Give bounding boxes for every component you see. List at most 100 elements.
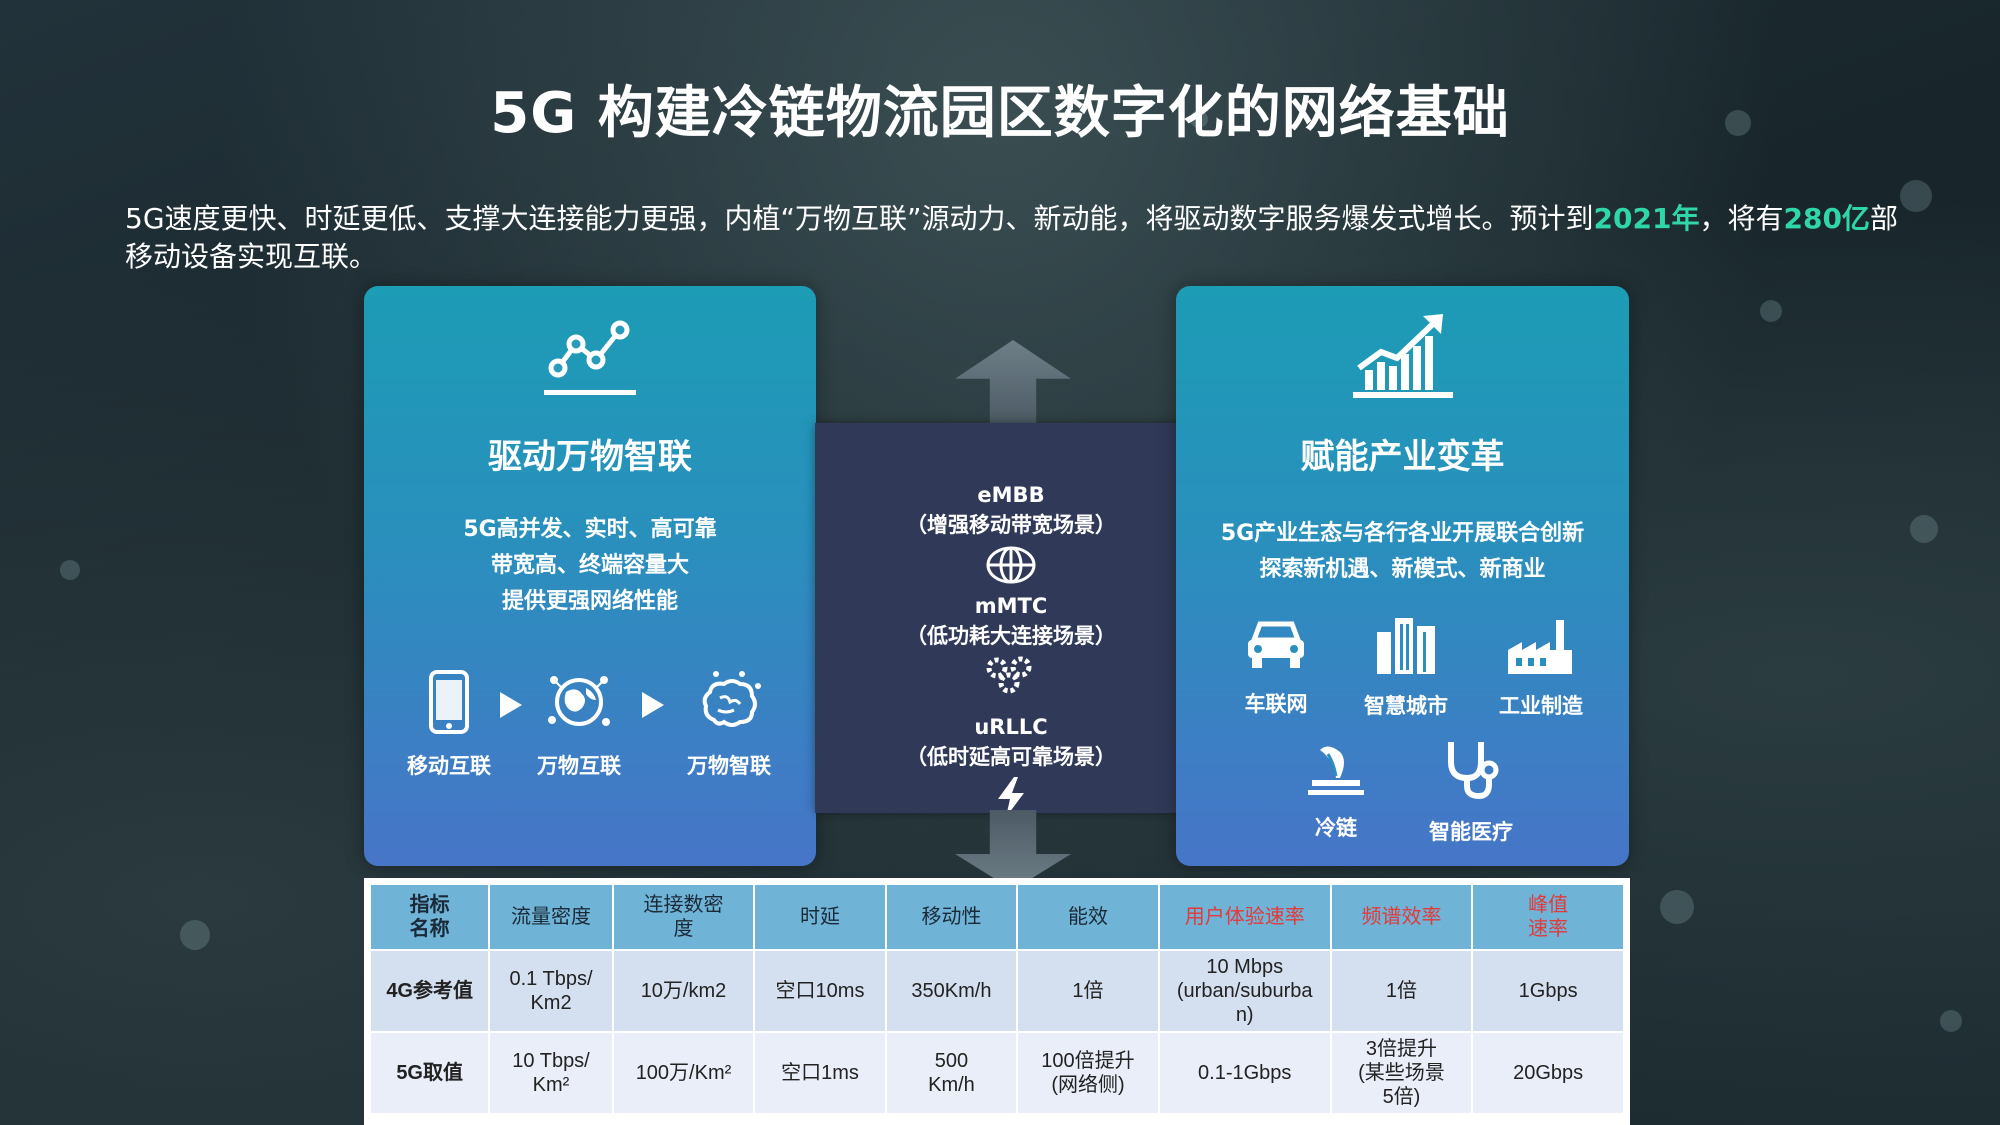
industry-medical: 智能医疗 <box>1406 738 1536 846</box>
intro-text-1: 5G速度更快、时延更低、支撑大连接能力更强，内植“万物互联”源动力、新动能，将驱… <box>125 202 1594 235</box>
intro-highlight-year: 2021年 <box>1593 202 1700 235</box>
table-header-cell: 时延 <box>753 883 887 951</box>
smartphone-icon <box>429 670 469 734</box>
bokeh-dot <box>1660 890 1694 924</box>
desc-line: 探索新机遇、新模式、新商业 <box>1259 557 1546 582</box>
table-cell: 3倍提升 (某些场景 5倍) <box>1329 1031 1474 1115</box>
table-cell: 0.1 Tbps/ Km2 <box>488 949 614 1033</box>
table-cell: 100倍提升 (网络侧) <box>1016 1031 1160 1115</box>
bokeh-dot <box>1190 110 1208 128</box>
scene-name: uRLLC <box>974 715 1048 739</box>
bokeh-dot <box>1725 110 1751 136</box>
line-chart-nodes-icon <box>540 316 640 410</box>
flow-item-mobile: 移动互联 <box>384 670 514 780</box>
factory-icon <box>1508 620 1572 674</box>
flow-label: 移动互联 <box>407 754 491 778</box>
table-header-cell: 能效 <box>1016 883 1160 951</box>
table-cell: 5G取值 <box>368 1031 491 1115</box>
table-cell: 10 Tbps/ Km² <box>488 1031 614 1115</box>
bokeh-dot <box>1910 515 1938 543</box>
intro-text-3: 部移动设备实现互联。 <box>125 202 1898 273</box>
intro-highlight-count: 280亿 <box>1783 202 1870 235</box>
table-header-cell: 指标 名称 <box>368 883 491 951</box>
car-icon <box>1248 621 1304 668</box>
plant-icon <box>1308 746 1364 795</box>
scene-desc: （增强移动带宽场景） <box>906 513 1116 537</box>
up-arrow <box>955 340 1071 426</box>
scene-desc: （低功耗大连接场景） <box>906 624 1116 648</box>
table-header-cell: 峰值 速率 <box>1471 883 1625 951</box>
table-row: 5G取值 10 Tbps/ Km² 100万/Km² 空口1ms 500 Km/… <box>368 1031 1625 1115</box>
industry-city: 智慧城市 <box>1341 614 1471 720</box>
brain-circuit-icon <box>702 671 761 727</box>
scene-urllc: uRLLC （低时延高可靠场景） <box>815 715 1207 821</box>
industry-factory: 工业制造 <box>1471 616 1611 720</box>
comparison-table: 指标 名称 流量密度 连接数密 度 时延 移动性 能效 用户体验速率 频谱效率 … <box>364 878 1630 1125</box>
table-cell: 100万/Km² <box>611 1031 756 1115</box>
card-description: 5G高并发、实时、高可靠 带宽高、终端容量大 提供更强网络性能 <box>364 512 816 620</box>
card-description: 5G产业生态与各行各业开展联合创新 探索新机遇、新模式、新商业 <box>1176 516 1629 588</box>
desc-line: 提供更强网络性能 <box>501 589 678 614</box>
scenario-panel: eMBB （增强移动带宽场景） mMTC （低功耗大连接场景） uRLLC （低… <box>815 423 1207 817</box>
table-cell: 4G参考值 <box>368 949 491 1033</box>
industry-label: 工业制造 <box>1499 694 1583 718</box>
industry-label: 智能医疗 <box>1429 820 1513 844</box>
globe-network-icon <box>548 676 610 726</box>
flow-item-ai: 万物智联 <box>659 670 799 780</box>
table-cell: 空口1ms <box>753 1031 887 1115</box>
table-header-row: 指标 名称 流量密度 连接数密 度 时延 移动性 能效 用户体验速率 频谱效率 … <box>368 883 1625 951</box>
table-cell: 1倍 <box>1329 949 1474 1033</box>
table-cell: 10 Mbps (urban/suburba n) <box>1157 949 1332 1033</box>
scene-name: eMBB <box>977 483 1045 507</box>
table-header-cell: 用户体验速率 <box>1157 883 1332 951</box>
industry-label: 冷链 <box>1315 816 1357 840</box>
table-cell: 20Gbps <box>1471 1031 1625 1115</box>
desc-line: 带宽高、终端容量大 <box>490 553 689 578</box>
card-title: 赋能产业变革 <box>1300 437 1505 477</box>
city-buildings-icon <box>1377 618 1435 674</box>
table-cell: 0.1-1Gbps <box>1157 1031 1332 1115</box>
table-cell: 1Gbps <box>1471 949 1625 1033</box>
table-cell: 10万/km2 <box>611 949 756 1033</box>
card-drive-iot: 驱动万物智联 5G高并发、实时、高可靠 带宽高、终端容量大 提供更强网络性能 移… <box>364 286 816 866</box>
intro-paragraph: 5G速度更快、时延更低、支撑大连接能力更强，内植“万物互联”源动力、新动能，将驱… <box>125 200 1905 276</box>
flow-label: 万物智联 <box>687 754 771 778</box>
card-empower-industry: 赋能产业变革 5G产业生态与各行各业开展联合创新 探索新机遇、新模式、新商业 车… <box>1176 286 1629 866</box>
growth-bar-chart-icon <box>1351 312 1455 408</box>
bokeh-dot <box>60 560 80 580</box>
bokeh-dot <box>1760 300 1782 322</box>
table-header-cell: 流量密度 <box>488 883 614 951</box>
flow-item-iot: 万物互联 <box>514 670 644 780</box>
table-header-cell: 移动性 <box>884 883 1019 951</box>
flow-arrow <box>642 692 664 718</box>
table-cell: 1倍 <box>1016 949 1160 1033</box>
scene-desc: （低时延高可靠场景） <box>906 745 1116 769</box>
scene-name: mMTC <box>974 594 1048 618</box>
scene-embb: eMBB （增强移动带宽场景） <box>815 483 1207 589</box>
industry-label: 车联网 <box>1244 692 1308 716</box>
desc-line: 5G产业生态与各行各业开展联合创新 <box>1220 521 1585 546</box>
lightning-icon <box>998 777 1024 817</box>
flow-label: 万物互联 <box>537 754 621 778</box>
stethoscope-icon <box>1448 742 1499 800</box>
industry-label: 智慧城市 <box>1364 694 1448 718</box>
globe-icon <box>986 546 1036 584</box>
bokeh-dot <box>180 920 210 950</box>
table-cell: 500 Km/h <box>884 1031 1019 1115</box>
industry-coldchain: 冷链 <box>1286 738 1386 842</box>
intro-text-2: ，将有 <box>1699 202 1784 235</box>
industry-car: 车联网 <box>1216 618 1336 718</box>
flow-arrow <box>500 692 522 718</box>
gears-icon <box>986 656 1032 694</box>
table-header-cell: 频谱效率 <box>1329 883 1474 951</box>
page-title: 5G 构建冷链物流园区数字化的网络基础 <box>490 81 1510 146</box>
scene-mmtc: mMTC （低功耗大连接场景） <box>815 594 1207 698</box>
table-header-cell: 连接数密 度 <box>611 883 756 951</box>
table-cell: 350Km/h <box>884 949 1019 1033</box>
table-cell: 空口10ms <box>753 949 887 1033</box>
bokeh-dot <box>1900 180 1932 212</box>
table-row: 4G参考值 0.1 Tbps/ Km2 10万/km2 空口10ms 350Km… <box>368 949 1625 1033</box>
desc-line: 5G高并发、实时、高可靠 <box>463 517 717 542</box>
card-title: 驱动万物智联 <box>488 437 692 477</box>
bokeh-dot <box>1940 1010 1962 1032</box>
